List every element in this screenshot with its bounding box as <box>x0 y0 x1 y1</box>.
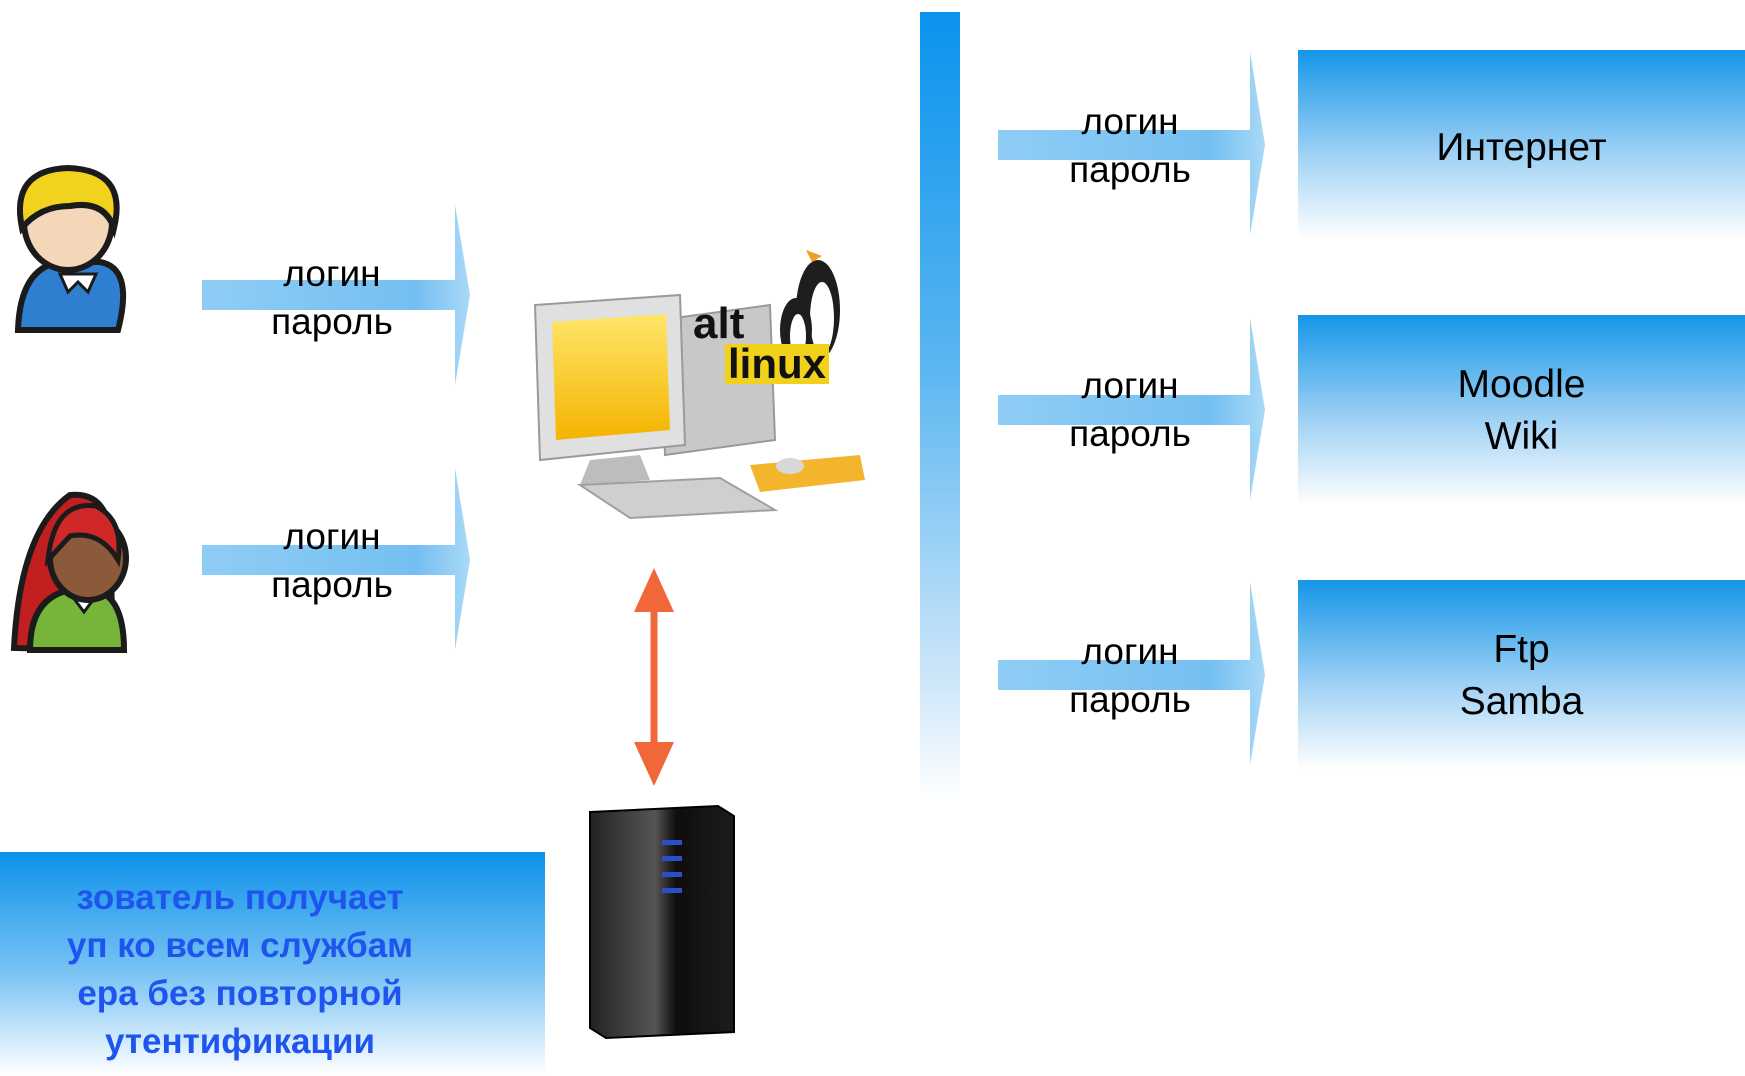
service-label: Интернет <box>1436 126 1607 169</box>
arrow-label-svc2: логин пароль <box>1050 362 1210 458</box>
user-male-icon <box>14 164 127 333</box>
user-female-icon <box>10 491 129 654</box>
note-line: ера без повторной <box>77 974 403 1013</box>
altlinux-logo-alt: alt <box>693 299 745 348</box>
arrow-svc1 <box>998 52 1265 235</box>
arrow-user1 <box>202 205 470 385</box>
sso-note-text: зователь получает уп ко всем службам ера… <box>0 874 490 1066</box>
login-text: логин <box>283 253 381 294</box>
login-text: логин <box>1081 631 1179 672</box>
services-divider-bar <box>920 12 960 802</box>
double-arrow-icon <box>634 568 674 786</box>
service-box-internet: Интернет <box>1298 50 1745 240</box>
sso-note-box: зователь получает уп ко всем службам ера… <box>0 852 545 1076</box>
password-text: пароль <box>1069 413 1191 454</box>
password-text: пароль <box>271 564 393 605</box>
service-label: Ftp <box>1493 628 1550 671</box>
service-box-ftp-samba: Ftp Samba <box>1298 580 1745 770</box>
arrow-label-svc3: логин пароль <box>1050 628 1210 724</box>
arrow-label-user2: логин пароль <box>252 513 412 609</box>
arrow-svc2 <box>998 318 1265 500</box>
service-box-moodle-wiki: Moodle Wiki <box>1298 315 1745 505</box>
password-text: пароль <box>1069 679 1191 720</box>
login-text: логин <box>1081 365 1179 406</box>
altlinux-logo-linux: linux <box>725 343 830 385</box>
service-label: Samba <box>1459 680 1584 723</box>
arrow-svc3 <box>998 582 1265 765</box>
arrow-label-user1: логин пароль <box>252 250 412 346</box>
note-line: зователь получает <box>76 878 404 917</box>
service-label: Wiki <box>1484 415 1559 458</box>
login-text: логин <box>1081 101 1179 142</box>
note-line: утентификации <box>105 1022 375 1061</box>
note-line: уп ко всем службам <box>66 926 414 965</box>
arrow-user2 <box>202 468 470 650</box>
arrow-label-svc1: логин пароль <box>1050 98 1210 194</box>
password-text: пароль <box>271 301 393 342</box>
workstation-computer-icon <box>533 293 865 520</box>
login-text: логин <box>283 516 381 557</box>
service-label: Moodle <box>1457 363 1586 406</box>
server-tower-icon <box>589 804 735 1040</box>
password-text: пароль <box>1069 149 1191 190</box>
